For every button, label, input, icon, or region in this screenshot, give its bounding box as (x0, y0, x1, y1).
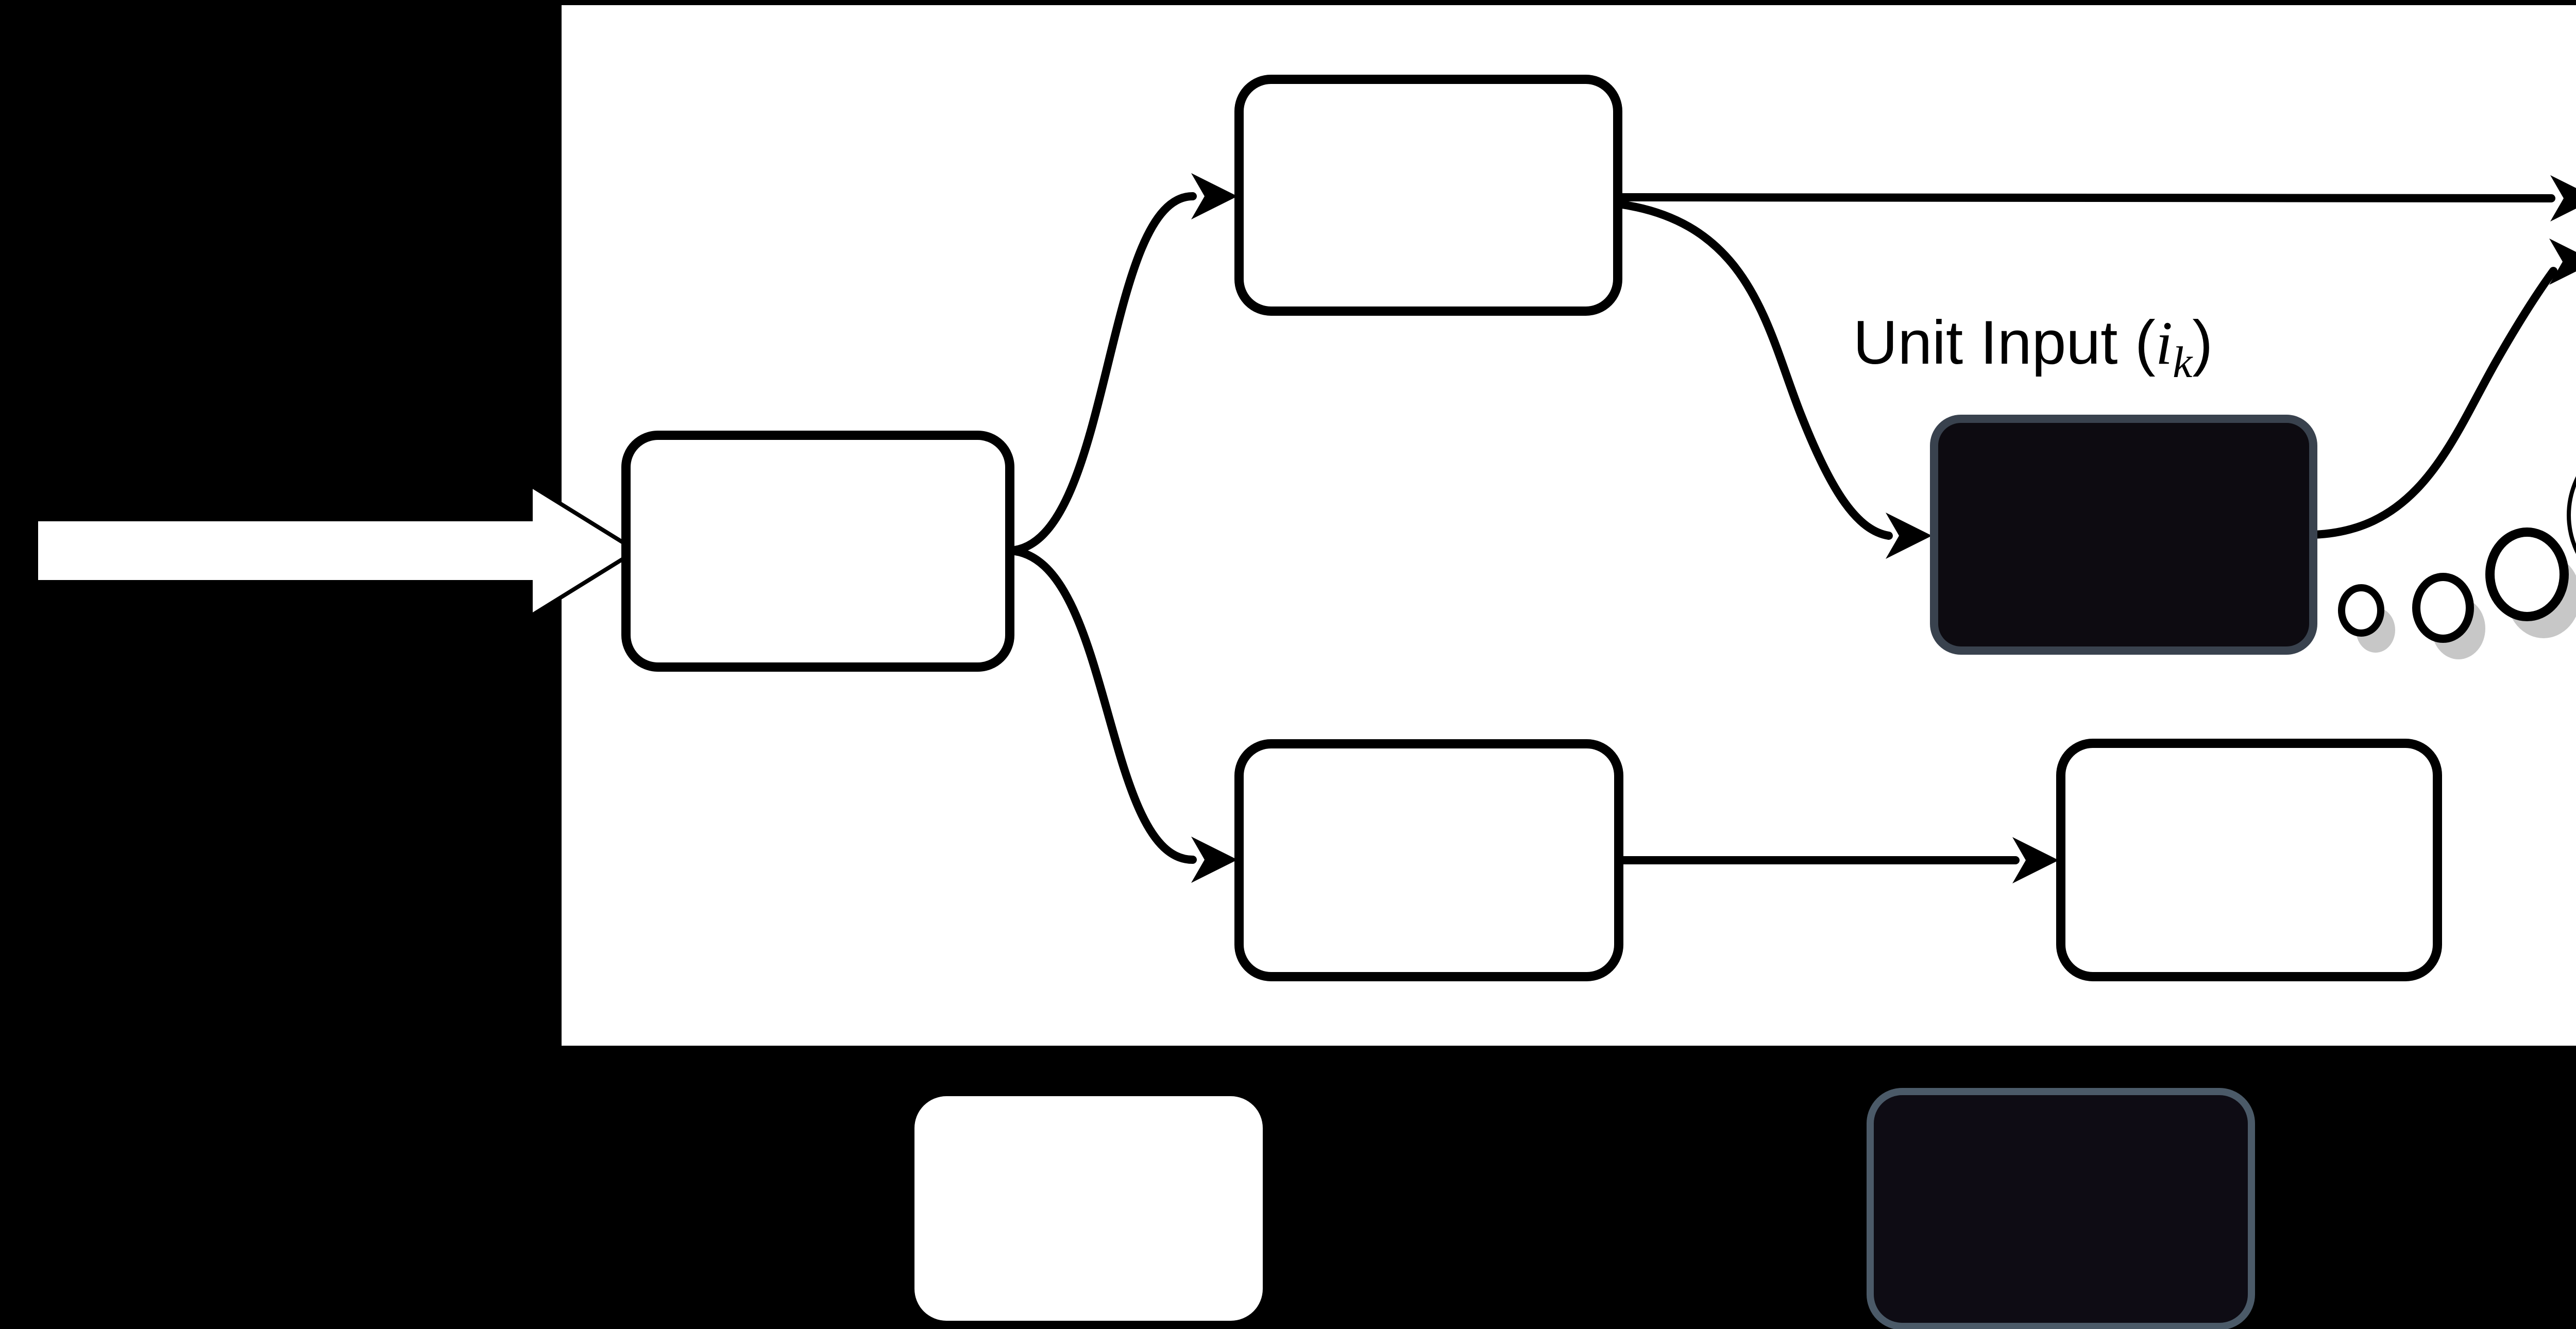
connector-unitinput-to-topright (2310, 267, 2557, 539)
arrowhead-into-top-box (1191, 173, 1238, 219)
thought-bubble-medium-icon (2412, 573, 2474, 643)
connector-top-to-unitinput (1615, 200, 1893, 540)
legend-swatch-white (914, 1096, 1263, 1321)
connector-left-to-bottom (1006, 547, 1197, 864)
arrowheads (1191, 173, 2576, 883)
bubble-trail (2338, 527, 2569, 643)
unit-input-label-var: i (2156, 309, 2173, 377)
cloud-interior (2571, 486, 2576, 544)
arrowhead-into-bottom-right-box (2012, 837, 2059, 883)
arrowhead-into-unit-input-box (1886, 513, 1932, 559)
unit-input-label-prefix: Unit Input ( (1853, 308, 2156, 377)
connector-top-to-topright (1615, 193, 2555, 202)
flow-boxes (621, 75, 2442, 981)
connector-left-to-top (1006, 192, 1197, 555)
arrowhead-top-into-topright-box (2550, 175, 2576, 222)
arrowhead-into-bottom-left-box (1191, 837, 1238, 883)
thought-bubble-small-icon (2338, 584, 2384, 637)
legend-swatch-dark (1867, 1088, 2255, 1329)
connectors (1006, 192, 2557, 864)
flow-box-top (1234, 75, 1622, 316)
thought-bubble-large-icon (2485, 527, 2569, 621)
unit-input-label-suffix: ) (2192, 308, 2213, 377)
unit-input-label: Unit Input (ik) (1853, 308, 2213, 387)
flow-box-bottom-left (1234, 739, 1623, 981)
arrowhead-lower-into-topright-box (2549, 238, 2576, 285)
input-block-arrow-icon (34, 481, 640, 620)
flow-box-left (621, 431, 1014, 672)
unit-input-label-subscript: k (2173, 337, 2193, 387)
flow-box-bottom-right (2056, 739, 2442, 981)
unit-input-box (1930, 415, 2317, 655)
